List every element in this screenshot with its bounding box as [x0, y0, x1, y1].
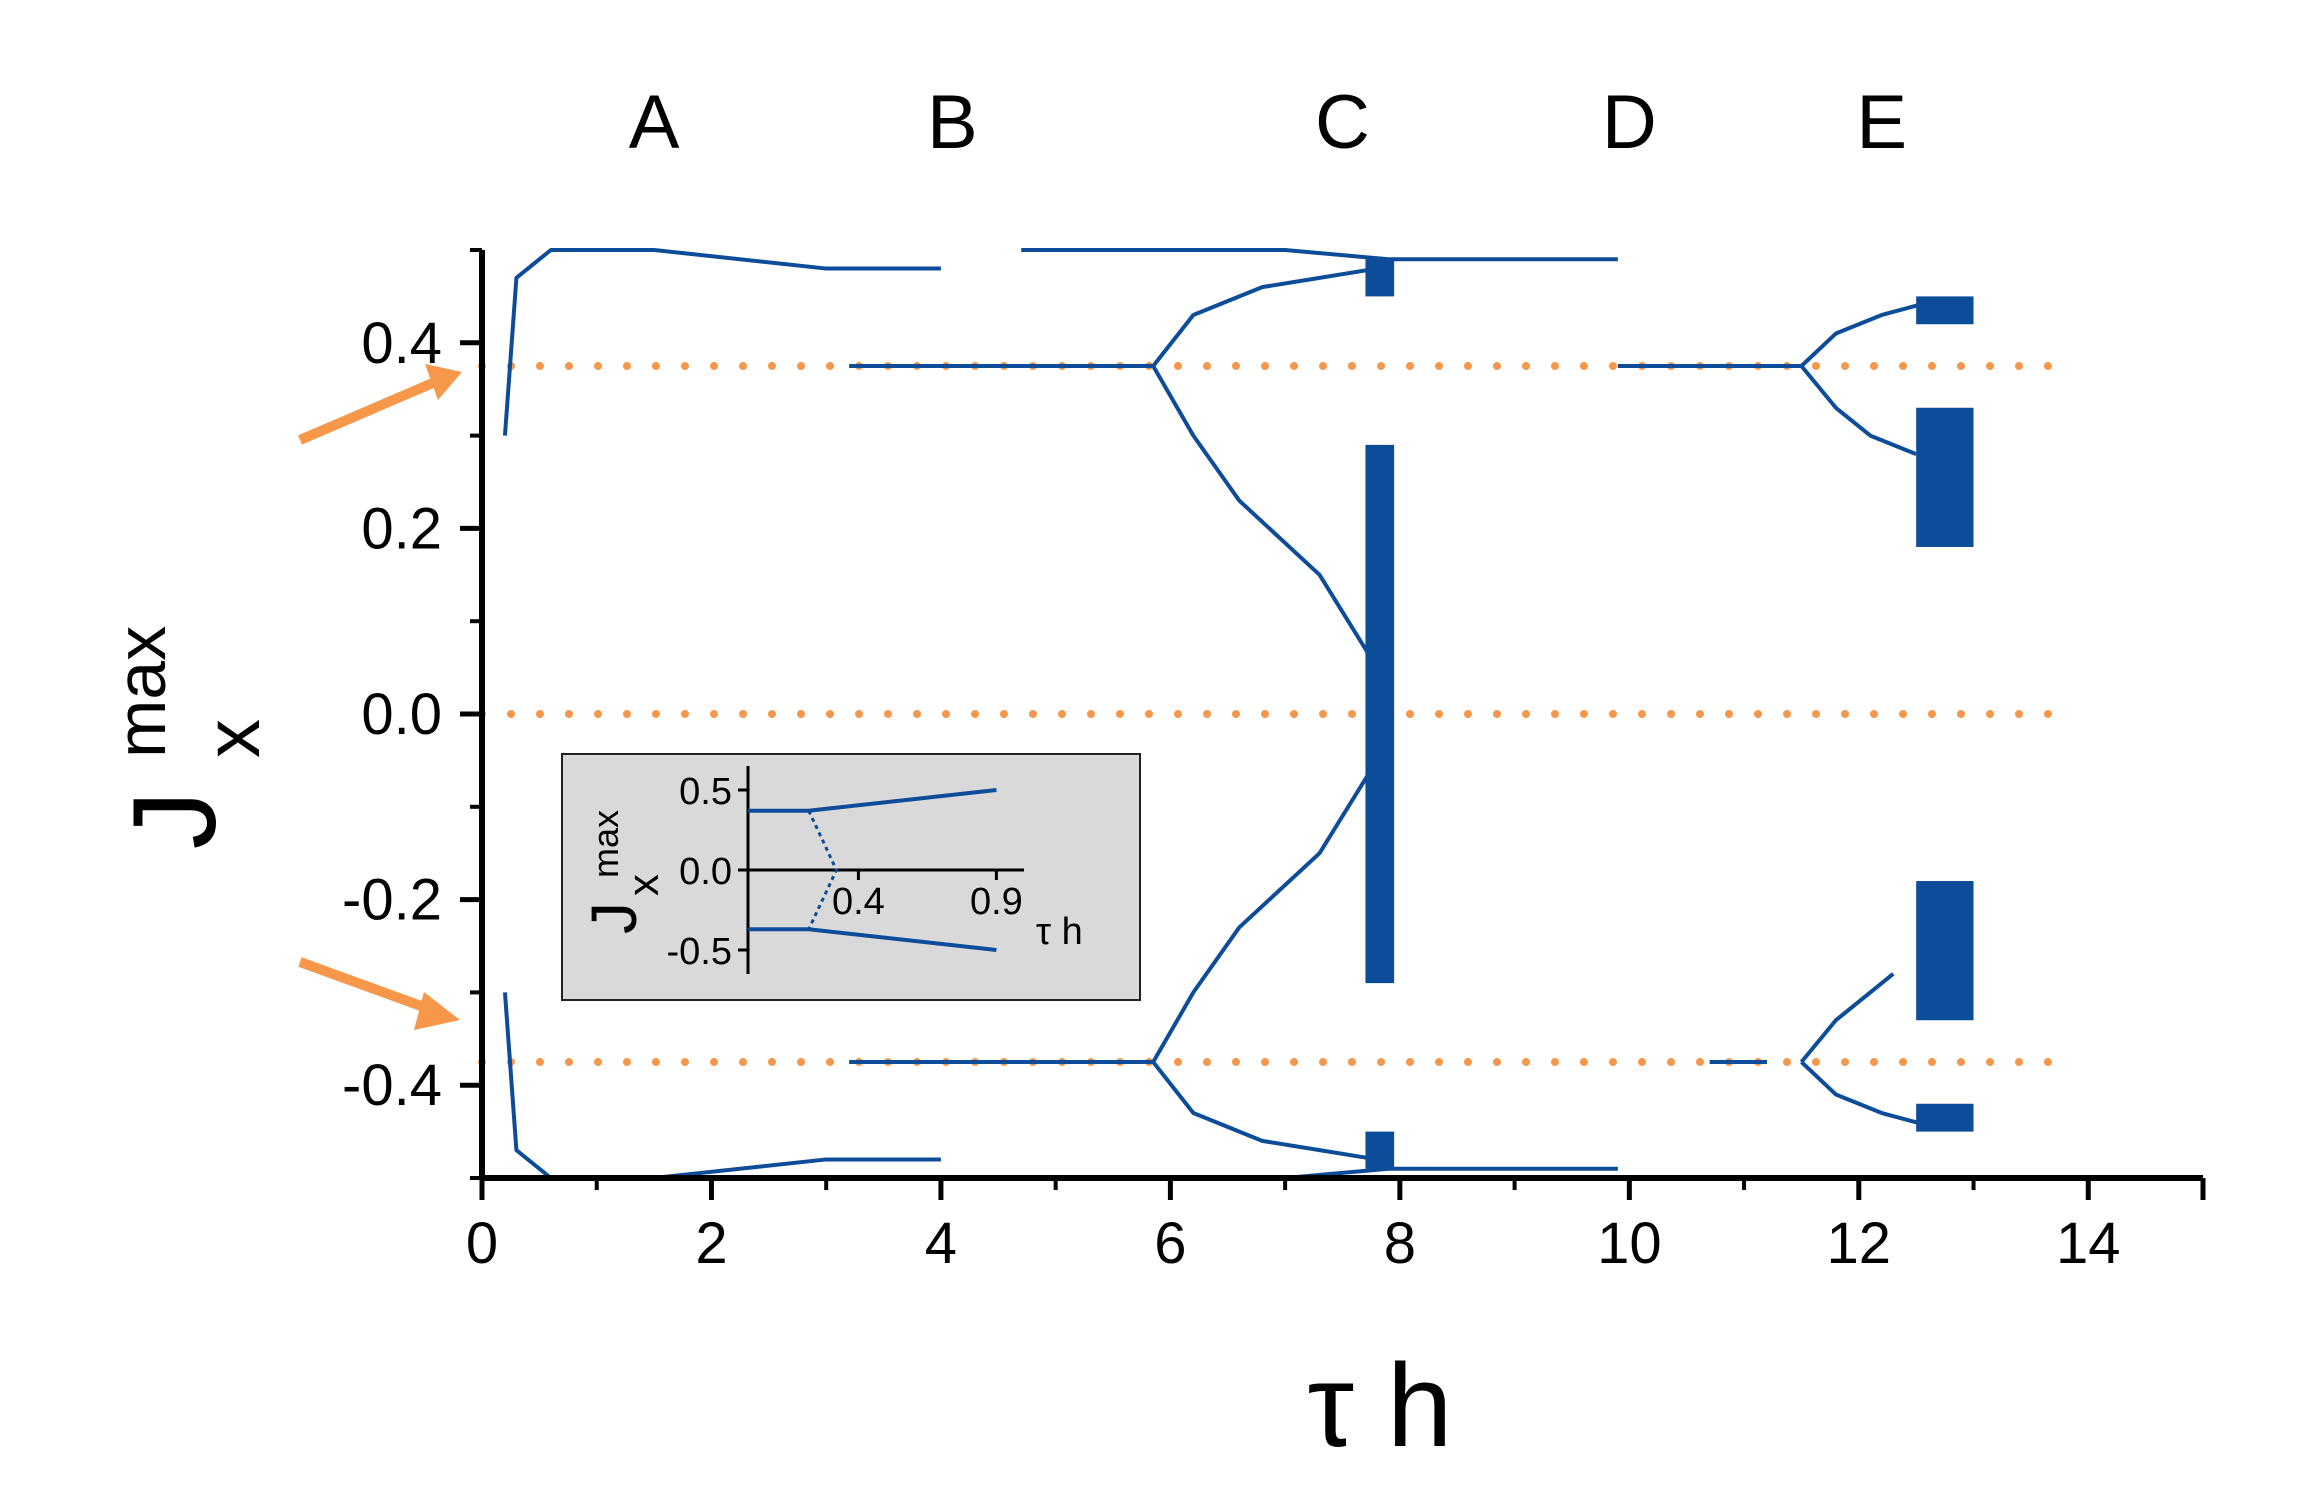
branch-upper-envelope-A	[502, 248, 941, 436]
arrow-lower-fixed-point	[298, 957, 460, 1030]
branch-pitchfork-C-low-up	[1151, 759, 1379, 1063]
chaotic-band-0	[1365, 444, 1395, 984]
x-tick-label-0: 0	[466, 1211, 498, 1276]
y-axis-label-sub: x	[188, 719, 276, 758]
branch-upper-envelope-C	[1021, 248, 1618, 262]
region-label-A: A	[629, 80, 680, 165]
chaotic-band-1	[1365, 259, 1395, 297]
y-axis-label-main: J	[109, 791, 241, 850]
x-axis-label: τ h	[1307, 1340, 1452, 1472]
inset-x-tick-label-0.4: 0.4	[832, 881, 885, 923]
region-label-C: C	[1315, 80, 1370, 165]
x-tick-label-2: 2	[695, 1211, 727, 1276]
x-tick-label-10: 10	[1597, 1211, 1662, 1276]
x-tick-label-14: 14	[2056, 1211, 2121, 1276]
inset-x-axis-label: τ h	[1036, 911, 1083, 953]
region-label-D: D	[1602, 80, 1657, 165]
x-tick-label-8: 8	[1384, 1211, 1416, 1276]
y-tick-label-0.2: 0.2	[361, 496, 442, 561]
inset-chart: 0.4 0.9 0.5 0.0 -0.5 τ h J x max	[561, 753, 1141, 1001]
inset-plot-area: 0.4 0.9 0.5 0.0 -0.5	[667, 766, 1024, 974]
y-tick-label-0.0: 0.0	[361, 682, 442, 747]
branch-pitchfork-E-low-up	[1799, 972, 1895, 1064]
plot-area	[478, 248, 2070, 1180]
y-axis-label-sup: max	[102, 626, 180, 758]
chaotic-band-3	[1916, 407, 1974, 547]
inset-y-label-sup: max	[585, 810, 626, 878]
region-labels: A B C D E	[629, 80, 1907, 165]
inset-transition-curve	[807, 810, 838, 930]
inset-y-tick-label-0.0: 0.0	[679, 851, 732, 893]
branch-pitchfork-C-up	[1151, 266, 1378, 368]
inset-background	[561, 753, 1141, 1001]
branch-pitchfork-C-low-down	[1151, 1060, 1378, 1162]
y-tick-label--0.2: -0.2	[342, 868, 442, 933]
inset-y-label-sub: x	[619, 874, 668, 896]
arrow-upper-fixed-point	[298, 364, 462, 445]
branch-pitchfork-E-down	[1799, 364, 1917, 457]
inset-x-tick-label-0.9: 0.9	[970, 881, 1023, 923]
y-axis-label: J x max	[102, 626, 276, 850]
x-tick-label-6: 6	[1154, 1211, 1186, 1276]
x-tick-label-12: 12	[1827, 1211, 1892, 1276]
axes: 0 2 4 6 8 10 12 14 -0.4 -0.2 0.0 0.2 0.4	[342, 248, 2206, 1276]
inset-y-tick-label--0.5: -0.5	[667, 931, 732, 973]
x-tick-label-4: 4	[925, 1211, 957, 1276]
branch-pitchfork-C-down	[1151, 365, 1379, 669]
region-label-B: B	[927, 80, 978, 165]
branch-lower-envelope-A	[502, 992, 941, 1180]
region-label-E: E	[1856, 80, 1907, 165]
chaotic-band-2	[1365, 1131, 1395, 1169]
inset-y-tick-label-0.5: 0.5	[679, 771, 732, 813]
chaotic-band-5	[1916, 881, 1974, 1021]
chaotic-band-6	[1916, 1103, 1974, 1132]
chaotic-band-4	[1916, 296, 1974, 325]
inset-y-axis-label: J x max	[578, 810, 668, 934]
inset-y-label-main: J	[578, 902, 650, 934]
y-tick-label--0.4: -0.4	[342, 1053, 442, 1118]
